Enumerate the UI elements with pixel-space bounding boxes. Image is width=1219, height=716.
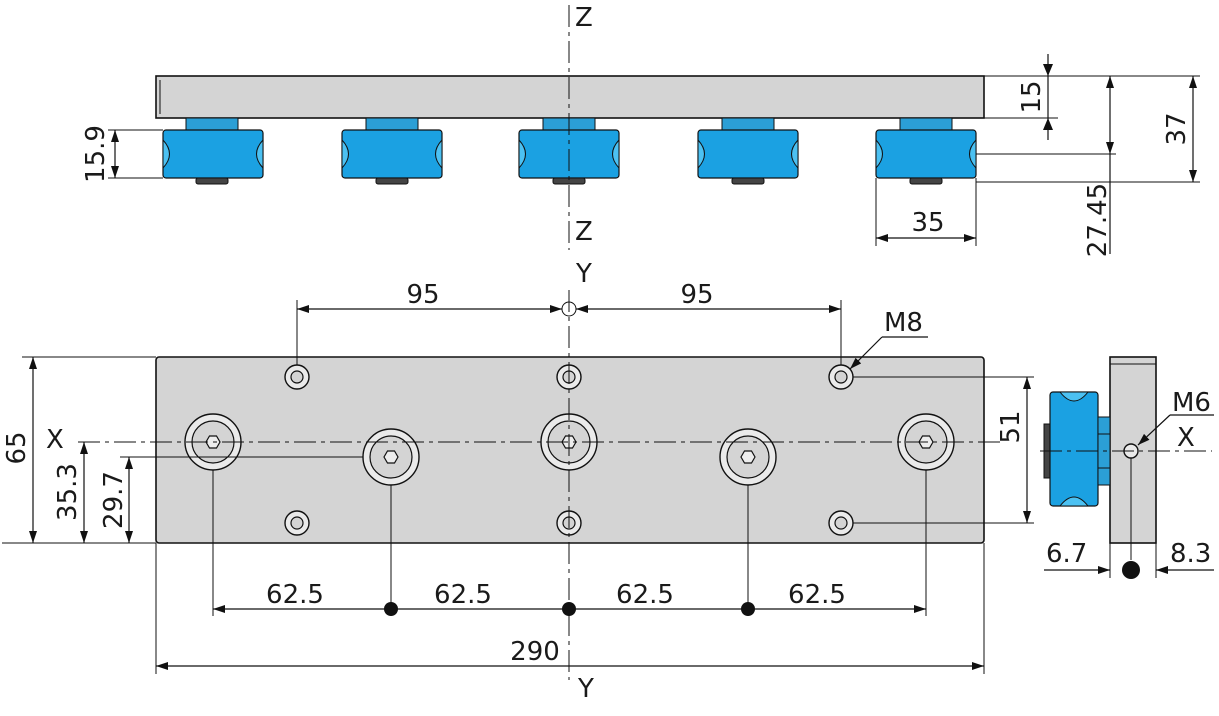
carriage-plate-side: [155, 75, 985, 119]
dim-node-dot: [384, 602, 398, 616]
dim-62-5-b: 62.5: [434, 580, 492, 610]
end-view: X M6 6.7 8.3: [1040, 356, 1214, 579]
dim-95-left: 95: [406, 280, 439, 310]
dim-35-3: 35.3: [53, 463, 83, 521]
z-axis-label-bottom: Z: [575, 217, 593, 247]
wheel-unit: [341, 117, 443, 185]
mounting-hole: [284, 364, 310, 390]
x-axis-label-left: X: [46, 425, 64, 455]
y-axis-label-top: Y: [575, 259, 592, 289]
dim-node-dot: [1122, 561, 1140, 579]
dim-62-5-d: 62.5: [788, 580, 846, 610]
dim-62-5-c: 62.5: [616, 580, 674, 610]
dim-37: 37: [1162, 112, 1192, 145]
z-axis-label-top: Z: [575, 3, 593, 33]
dim-62-5-a: 62.5: [266, 580, 324, 610]
wheel-unit: [875, 117, 977, 185]
dim-8-3: 8.3: [1170, 539, 1211, 569]
y-axis-label-bottom: Y: [577, 674, 594, 704]
dim-35: 35: [911, 208, 944, 238]
side-elevation-view: Z Z 15.9 15 37 27.45 35: [81, 3, 1200, 257]
plan-view: X Y Y 95 95 M8 51 65 35.3 29.7: [2, 259, 1034, 704]
m6-leader: [1137, 414, 1171, 446]
wheel-bolt: [362, 428, 420, 486]
x-axis-label-right: X: [1177, 423, 1195, 453]
dim-6-7: 6.7: [1046, 539, 1087, 569]
label-m8: M8: [884, 308, 923, 338]
dim-29-7: 29.7: [99, 471, 129, 529]
mounting-hole: [828, 364, 854, 390]
mounting-hole: [284, 510, 310, 536]
m8-leader: [849, 336, 883, 370]
dim-51: 51: [996, 410, 1026, 443]
wheel-unit: [697, 117, 799, 185]
dim-15-9: 15.9: [81, 125, 111, 183]
dim-27-45: 27.45: [1083, 183, 1113, 257]
dim-node-dot: [741, 602, 755, 616]
dim-95-right: 95: [680, 280, 713, 310]
end-wheel: [1049, 391, 1099, 507]
dim-290: 290: [510, 637, 560, 667]
dim-node-dot: [562, 602, 576, 616]
wheel-bolt: [719, 428, 777, 486]
wheel-unit: [162, 117, 264, 185]
label-m6: M6: [1172, 388, 1211, 418]
mounting-hole: [828, 510, 854, 536]
dim-65: 65: [2, 431, 32, 464]
dim-15: 15: [1017, 80, 1047, 113]
